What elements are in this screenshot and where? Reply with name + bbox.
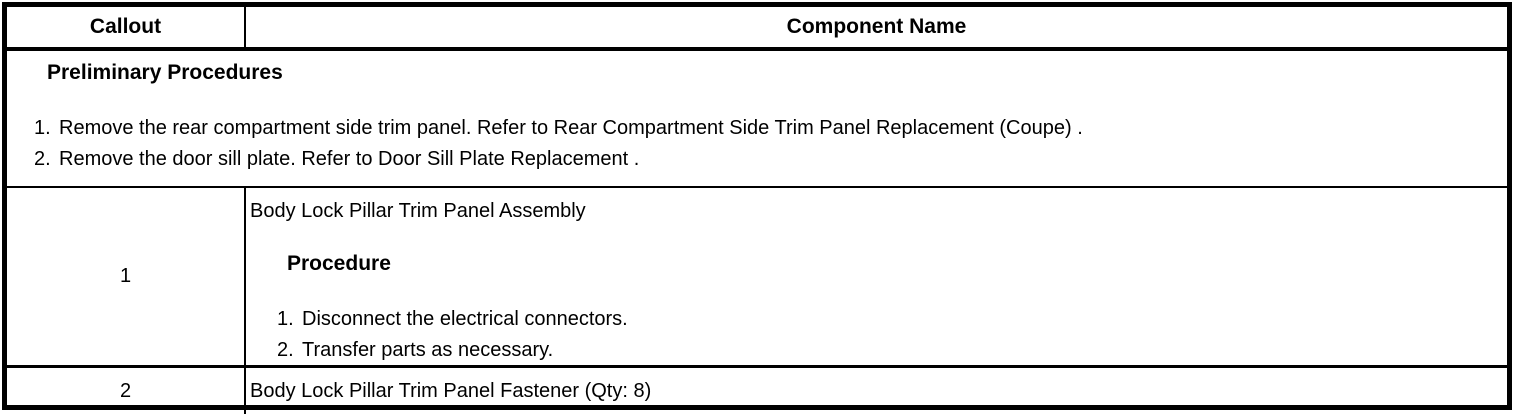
preliminary-procedures-title: Preliminary Procedures bbox=[47, 61, 283, 84]
component-name-column-header: Component Name bbox=[786, 15, 967, 38]
procedure-steps-list: 1. Disconnect the electrical connectors.… bbox=[250, 304, 1507, 365]
list-item: 1. Disconnect the electrical connectors. bbox=[250, 304, 1507, 335]
list-item: 1. Remove the rear compartment side trim… bbox=[7, 113, 1507, 144]
preliminary-procedures-row: Preliminary Procedures 1. Remove the rea… bbox=[7, 51, 1507, 188]
list-item: 2. Transfer parts as necessary. bbox=[250, 335, 1507, 365]
step-number: 2. bbox=[34, 148, 51, 170]
callout-number-cell: 2 bbox=[7, 368, 246, 414]
table-row: 2 Body Lock Pillar Trim Panel Fastener (… bbox=[7, 368, 1507, 414]
table-row: 1 Body Lock Pillar Trim Panel Assembly P… bbox=[7, 188, 1507, 368]
preliminary-steps-list: 1. Remove the rear compartment side trim… bbox=[7, 113, 1507, 175]
step-text: Transfer parts as necessary. bbox=[302, 339, 554, 361]
step-text: Remove the door sill plate. Refer to Doo… bbox=[59, 148, 640, 170]
callout-number-cell: 1 bbox=[7, 188, 246, 365]
step-number: 1. bbox=[34, 117, 51, 139]
component-cell: Body Lock Pillar Trim Panel Assembly Pro… bbox=[246, 188, 1507, 365]
step-number: 2. bbox=[277, 339, 294, 361]
procedure-heading: Procedure bbox=[287, 252, 391, 275]
list-item: 2. Remove the door sill plate. Refer to … bbox=[7, 144, 1507, 175]
step-text: Disconnect the electrical connectors. bbox=[302, 308, 628, 330]
table-header-row: Callout Component Name bbox=[7, 7, 1507, 51]
component-title: Body Lock Pillar Trim Panel Assembly bbox=[250, 200, 586, 222]
component-title: Body Lock Pillar Trim Panel Fastener (Qt… bbox=[250, 379, 652, 402]
step-text: Remove the rear compartment side trim pa… bbox=[59, 117, 1083, 139]
step-number: 1. bbox=[277, 308, 294, 330]
callout-column-header: Callout bbox=[7, 7, 246, 47]
